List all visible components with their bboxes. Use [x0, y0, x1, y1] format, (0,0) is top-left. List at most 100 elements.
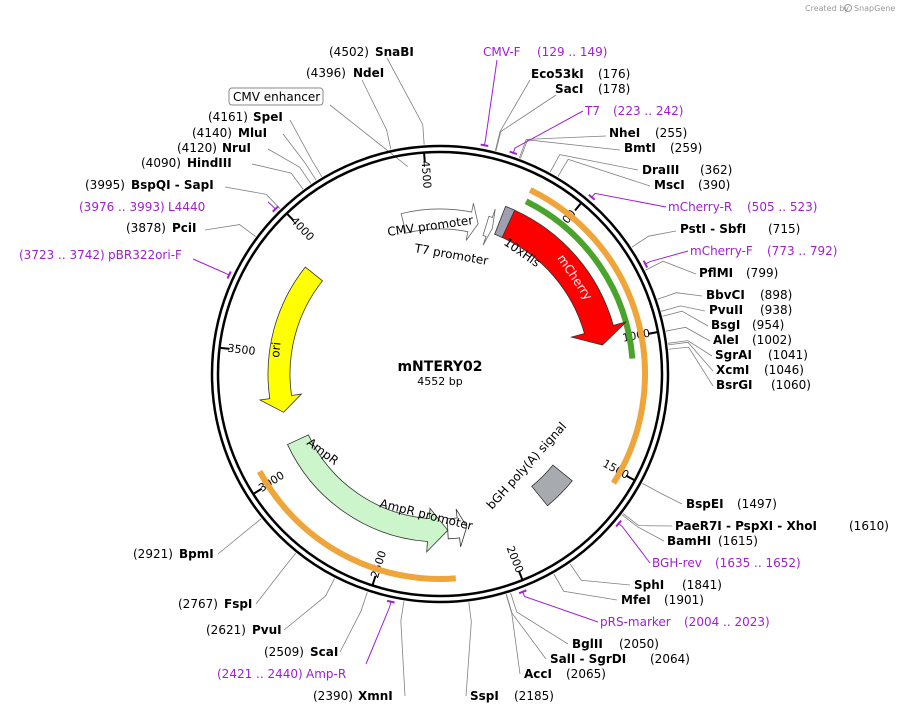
primer-name: mCherry-F	[690, 244, 753, 258]
cmv-enhancer-box	[228, 87, 324, 106]
tick-mark	[423, 152, 426, 163]
enzyme-pos: (2621)	[206, 623, 246, 637]
enzyme-leader	[645, 260, 697, 275]
tick-mark	[371, 575, 377, 586]
enzyme-pos: (4161)	[208, 110, 248, 124]
enzyme-name: NruI	[222, 141, 251, 155]
primer-leader	[267, 201, 277, 211]
enzyme-name: MscI	[654, 178, 685, 192]
enzyme-leader	[661, 305, 706, 312]
enzyme-pos: (2921)	[133, 547, 173, 561]
enzyme-pos: (1610)	[849, 519, 889, 533]
enzyme-name: BspEI	[686, 497, 724, 511]
enzyme-name: BamHI	[667, 534, 711, 548]
enzyme-name: NdeI	[353, 66, 384, 80]
enzyme-name: XmnI	[358, 689, 393, 703]
orf-band-ampr	[257, 470, 457, 582]
enzyme-leader	[667, 340, 713, 357]
primer-range: (505 .. 523)	[747, 200, 817, 214]
features	[257, 187, 648, 582]
enzyme-leader	[665, 326, 711, 342]
enzyme-leader	[662, 310, 709, 327]
enzyme-pos: (2509)	[264, 645, 304, 659]
tick-mark	[574, 202, 583, 212]
enzyme-name: Eco53kI	[531, 67, 584, 81]
enzyme-pos: (938)	[760, 303, 792, 317]
tick-label: 4000	[288, 214, 317, 243]
enzyme-leader	[400, 601, 406, 697]
enzyme-pos: (2050)	[619, 637, 659, 651]
enzyme-pos: (1497)	[737, 497, 777, 511]
enzyme-pos: (2064)	[650, 652, 690, 666]
primer-mark	[386, 599, 395, 604]
primer-leader	[590, 192, 667, 208]
enzyme-leader	[386, 57, 425, 145]
ori-arrow	[258, 266, 324, 413]
primer-range: (223 .. 242)	[613, 104, 683, 118]
primer-mark	[226, 271, 232, 279]
ori-label: ori	[268, 341, 284, 358]
enzyme-name: SacI	[555, 82, 583, 96]
enzyme-name: SphI	[634, 578, 664, 592]
enzyme-leader	[510, 592, 569, 645]
enzyme-pos: (390)	[698, 178, 730, 192]
enzyme-pos: (4120)	[177, 141, 217, 155]
primer-name: BGH-rev	[652, 556, 702, 570]
primer-name: T7	[584, 104, 600, 118]
enzyme-leader	[621, 514, 665, 542]
enzyme-name: DraIII	[642, 163, 679, 177]
enzyme-name: PflMI	[699, 266, 733, 280]
enzyme-name: SalI - SgrDI	[550, 652, 626, 666]
enzyme-leader	[251, 163, 304, 190]
enzyme-pos: (362)	[700, 163, 732, 177]
t7-promoter-arrow	[482, 208, 496, 246]
enzyme-leader	[217, 518, 262, 555]
tick-label: 2000	[504, 544, 526, 575]
enzyme-leader	[505, 594, 521, 675]
primer-name: pRS-marker	[600, 615, 671, 629]
enzyme-name: BspQI - SapI	[131, 178, 214, 192]
tick-mark	[219, 346, 230, 350]
orf-band-green	[524, 198, 636, 359]
enzyme-leader	[553, 573, 618, 601]
mcherry-arrow	[501, 209, 627, 346]
ampr-arrow	[287, 434, 449, 553]
leader-lines	[192, 57, 714, 697]
tick-label: 3500	[227, 342, 256, 358]
enzyme-name: MluI	[238, 126, 267, 140]
enzyme-leader	[520, 139, 621, 159]
enzyme-leader	[289, 119, 323, 177]
primer-name: pBR322ori-F	[108, 248, 182, 262]
enzyme-leader	[465, 602, 472, 697]
enzyme-leader	[283, 578, 335, 631]
enzyme-leader	[549, 154, 639, 173]
enzyme-leader	[224, 186, 281, 209]
enzyme-name: PvuII	[709, 303, 743, 317]
enzyme-leader	[255, 552, 297, 605]
primer-leader	[617, 522, 651, 564]
primer-range: (773 .. 792)	[767, 244, 837, 258]
t7-promoter-label: T7 promoter	[412, 241, 489, 268]
enzyme-name: PciI	[172, 221, 197, 235]
enzyme-name: BbvCI	[706, 288, 745, 302]
primer-range: (1635 .. 1652)	[715, 556, 801, 570]
enzyme-leader	[339, 592, 368, 653]
enzyme-pos: (178)	[598, 82, 630, 96]
primer-mark	[642, 260, 649, 268]
enzyme-leader	[569, 563, 631, 586]
plasmid-name: mNTERY02	[397, 359, 482, 375]
tick-mark	[647, 330, 659, 335]
primer-name: L4440	[168, 200, 205, 214]
enzyme-name: SgrAI	[715, 348, 752, 362]
enzyme-leader	[668, 341, 714, 372]
enzyme-name: BmtI	[624, 141, 656, 155]
enzyme-name: BglII	[572, 637, 603, 651]
primer-leader	[644, 250, 689, 265]
tick-mark	[252, 487, 263, 495]
enzyme-pos: (259)	[670, 141, 702, 155]
credit-text: Created by	[805, 4, 849, 13]
enzyme-pos: (1060)	[771, 378, 811, 392]
enzyme-name: SnaBI	[375, 45, 414, 59]
cmv-promoter-arrow	[400, 203, 479, 241]
enzyme-pos: (3995)	[85, 178, 125, 192]
